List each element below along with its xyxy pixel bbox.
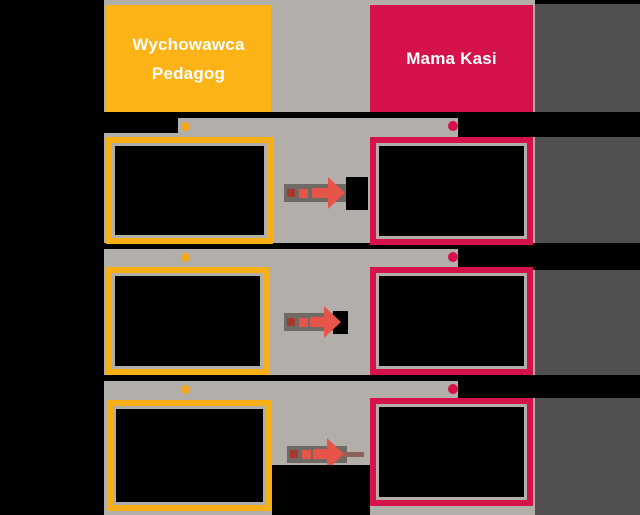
header-right: Mama Kasi [370,5,533,112]
arrow-right-icon [299,318,308,327]
connector-dot-yellow-3 [181,385,190,394]
arrow-right-icon [302,450,311,459]
redacted-content [115,276,260,366]
connector-dot-red-2 [448,252,458,262]
gap2-top-strip [104,243,640,249]
connector-dot-red-1 [448,121,458,131]
arrow-right-icon [287,318,295,326]
content-box-left-1 [106,137,273,244]
redacted-content [379,146,524,236]
header-left-line1: Wychowawca [132,34,245,54]
redacted-content [116,409,263,502]
content-box-right-1 [370,137,533,245]
content-box-left-3 [107,400,272,511]
arrow-right-icon [290,450,298,458]
gap1-left-patch [104,112,178,133]
connector-dot-red-3 [448,384,458,394]
connector-dot-yellow-2 [181,253,190,262]
gap2-right-band [458,243,640,270]
connector-dot-yellow-1 [181,122,190,131]
gap3-top-strip [104,375,640,381]
right-top-strip [535,0,640,4]
redacted-content [379,407,524,497]
content-box-right-3 [370,398,533,506]
arrow-right-icon [327,438,344,470]
content-box-right-2 [370,267,533,375]
header-left: Wychowawca Pedagog [106,5,271,112]
arrow-tail-3 [344,452,364,457]
header-left-line2: Pedagog [151,63,226,83]
arrow-right-icon [287,189,295,197]
arrow-right-icon [312,188,330,198]
content-box-left-2 [106,267,269,375]
redacted-content [115,146,264,235]
redacted-content [379,276,524,366]
arrow-right-icon [313,449,330,459]
arrow-right-icon [310,317,326,327]
header-right-label: Mama Kasi [406,49,497,68]
gap1-right-band [458,112,640,137]
arrow-right-icon [328,177,345,209]
gap3-right-band [458,375,640,398]
arrow-right-icon [299,189,308,198]
gap1-top-strip [104,112,640,118]
bottom-center-cutout [272,465,370,515]
arrow-cutout-1 [346,177,368,210]
arrow-right-icon [324,306,341,338]
